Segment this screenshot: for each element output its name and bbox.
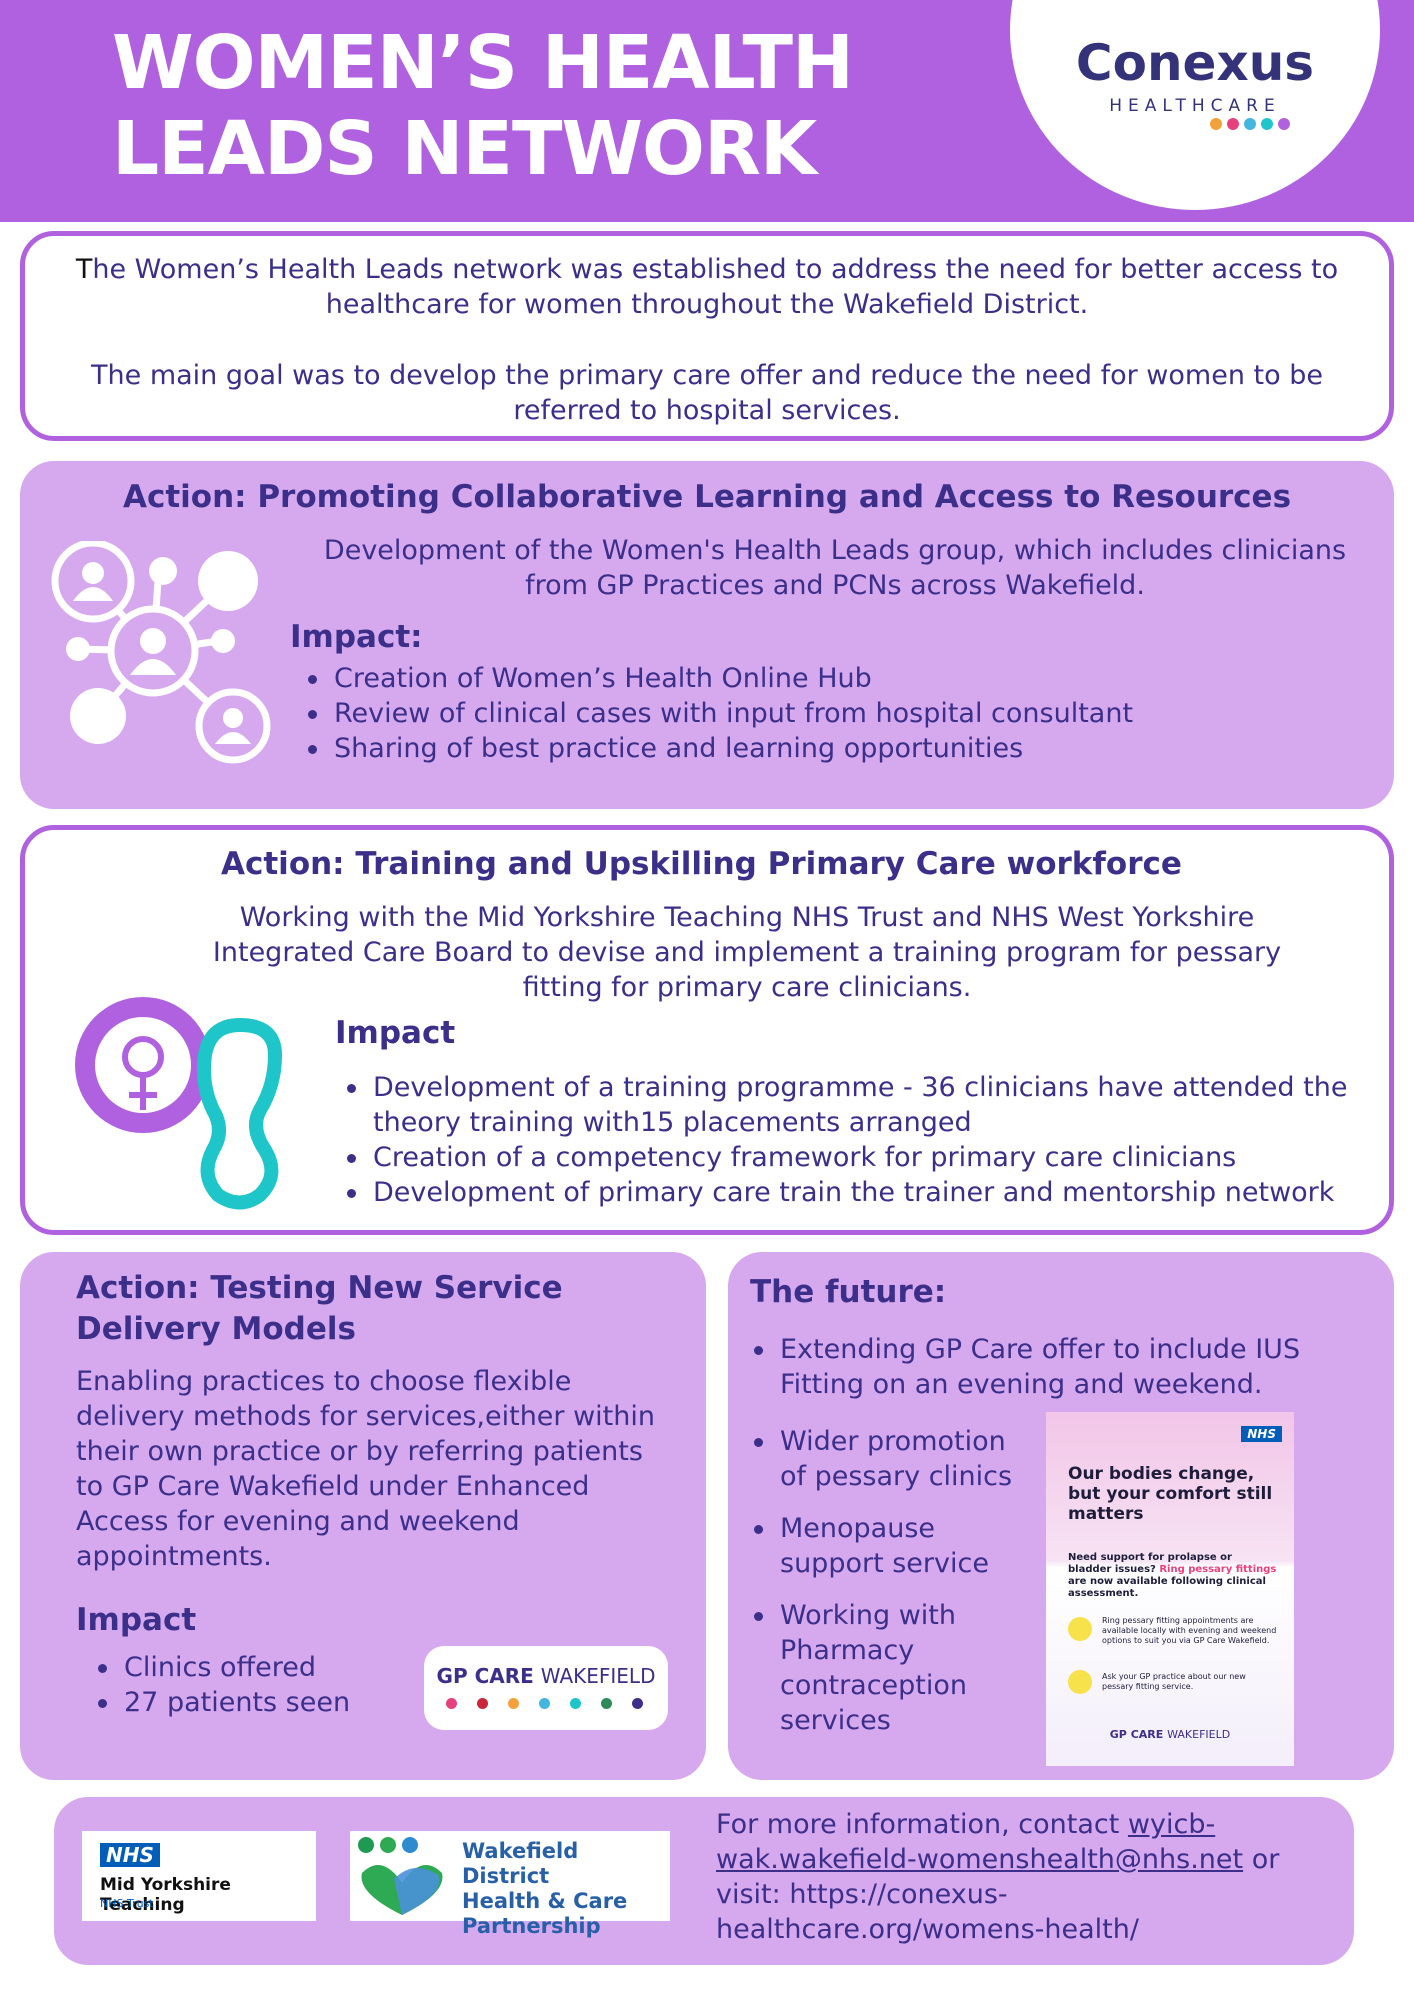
list-item: 27 patients seen bbox=[88, 1685, 408, 1720]
logo-dot bbox=[1244, 118, 1256, 130]
network-people-icon bbox=[51, 541, 271, 764]
nhs-badge: NHS bbox=[100, 1843, 160, 1867]
page-title: WOMEN’S HEALTH LEADS NETWORK bbox=[112, 20, 1012, 192]
action2-box: Action: Training and Upskilling Primary … bbox=[20, 825, 1394, 1235]
phone-icon bbox=[1068, 1670, 1092, 1694]
poster-title: Our bodies change, but your comfort stil… bbox=[1068, 1464, 1273, 1524]
poster-question-c: are now available following clinical ass… bbox=[1068, 1576, 1266, 1599]
future-heading: The future: bbox=[750, 1274, 947, 1310]
list-item: Menopause support service bbox=[744, 1511, 1024, 1581]
clock-icon bbox=[1068, 1617, 1092, 1641]
contact-email-link[interactable]: wyicb-wak.wakefield-womenshealth@nhs.net bbox=[716, 1809, 1244, 1875]
wdp-line: Wakefield District bbox=[462, 1839, 579, 1888]
list-item: Development of primary care train the tr… bbox=[337, 1175, 1377, 1210]
intro-box: The Women’s Health Leads network was est… bbox=[20, 231, 1394, 441]
contact-url-link[interactable]: https://conexus-healthcare.org/womens-he… bbox=[716, 1879, 1139, 1945]
list-item: Working with Pharmacy contraception serv… bbox=[744, 1598, 1024, 1738]
future-list-top: Extending GP Care offer to include IUS F… bbox=[744, 1332, 1364, 1402]
list-item: Extending GP Care offer to include IUS F… bbox=[744, 1332, 1364, 1402]
poster-nhs-badge: NHS bbox=[1241, 1426, 1282, 1442]
nhs-org-name: Mid Yorkshire Teaching bbox=[100, 1875, 231, 1915]
contact-prefix: For more information, contact bbox=[716, 1809, 1128, 1840]
list-item: Creation of a competency framework for p… bbox=[337, 1140, 1377, 1175]
wdp-logo: Wakefield District Health & Care Partner… bbox=[350, 1831, 670, 1938]
conexus-logo-sub: HEALTHCARE bbox=[1109, 96, 1281, 116]
nhs-trust-label: NHS Trust bbox=[100, 1897, 154, 1910]
poster-question-b: Ring pessary fittings bbox=[1159, 1564, 1277, 1575]
logo-dot bbox=[1261, 118, 1273, 130]
wdp-text: Wakefield District Health & Care Partner… bbox=[462, 1839, 670, 1939]
gp-care-logo-a: GP CARE bbox=[436, 1664, 534, 1688]
list-item: Clinics offered bbox=[88, 1650, 408, 1685]
action3-heading-line: Action: Testing New Service bbox=[76, 1270, 563, 1306]
contact-mid: or visit: bbox=[716, 1844, 1280, 1910]
wdp-line: Health & Care bbox=[462, 1889, 628, 1913]
action1-heading: Action: Promoting Collaborative Learning… bbox=[122, 479, 1292, 515]
action3-box: Action: Testing New Service Delivery Mod… bbox=[20, 1252, 706, 1780]
footer-box: NHS Mid Yorkshire Teaching NHS Trust Wak… bbox=[54, 1797, 1354, 1965]
gp-care-logo: GP CARE WAKEFIELD bbox=[424, 1646, 668, 1730]
poster-question: Need support for prolapse or bladder iss… bbox=[1068, 1552, 1278, 1600]
pessary-poster: NHS Our bodies change, but your comfort … bbox=[1046, 1412, 1294, 1766]
logo-dot bbox=[632, 1698, 643, 1709]
action2-impact-list: Development of a training programme - 36… bbox=[337, 1070, 1377, 1210]
action2-heading: Action: Training and Upskilling Primary … bbox=[221, 846, 1182, 882]
logo-dot bbox=[1227, 118, 1239, 130]
title-line-1: WOMEN’S HEALTH bbox=[112, 20, 854, 106]
action1-text: Development of the Women's Health Leads … bbox=[323, 535, 1347, 601]
action3-heading: Action: Testing New Service Delivery Mod… bbox=[76, 1268, 563, 1350]
list-item: Wider promotion of pessary clinics bbox=[744, 1424, 1024, 1494]
wdp-heart-icon bbox=[358, 1837, 443, 1915]
poster-logo-a: GP CARE bbox=[1109, 1728, 1164, 1741]
action1-impact-list: Creation of Women’s Health Online Hub Re… bbox=[298, 661, 1348, 766]
list-item: Sharing of best practice and learning op… bbox=[298, 731, 1348, 766]
logo-dot bbox=[1278, 118, 1290, 130]
logo-dot bbox=[539, 1698, 550, 1709]
gp-care-logo-b: WAKEFIELD bbox=[540, 1664, 656, 1688]
wdp-line: Partnership bbox=[462, 1914, 601, 1938]
list-item: Review of clinical cases with input from… bbox=[298, 696, 1348, 731]
poster-logo-b: WAKEFIELD bbox=[1167, 1728, 1231, 1741]
intro-paragraph-2: The main goal was to develop the primary… bbox=[91, 360, 1323, 426]
title-line-2: LEADS NETWORK bbox=[112, 106, 817, 192]
intro-first-letter: T bbox=[75, 254, 93, 285]
conexus-logo-dots bbox=[1210, 118, 1290, 130]
poster-row-2: Ask your GP practice about our new pessa… bbox=[1102, 1672, 1246, 1691]
logo-dot bbox=[508, 1698, 519, 1709]
header-banner bbox=[0, 0, 1414, 222]
action1-box: Action: Promoting Collaborative Learning… bbox=[20, 461, 1394, 809]
poster-logo: GP CARE WAKEFIELD bbox=[1046, 1728, 1294, 1741]
intro-paragraph-1: The Women’s Health Leads network was est… bbox=[65, 252, 1349, 322]
gp-care-logo-text: GP CARE WAKEFIELD bbox=[424, 1664, 668, 1688]
conexus-logo-name: Conexus bbox=[1075, 34, 1315, 92]
action3-impact-heading: Impact bbox=[76, 1602, 197, 1638]
logo-dot bbox=[477, 1698, 488, 1709]
poster-question-a: Need support for prolapse or bladder iss… bbox=[1068, 1552, 1232, 1575]
logo-dot bbox=[570, 1698, 581, 1709]
action3-impact-list: Clinics offered 27 patients seen bbox=[88, 1650, 408, 1720]
female-symbol-icon bbox=[75, 997, 283, 1210]
action3-text: Enabling practices to choose flexible de… bbox=[76, 1366, 655, 1572]
action3-heading-line: Delivery Models bbox=[76, 1311, 356, 1347]
nhs-trust-logo: NHS Mid Yorkshire Teaching NHS Trust bbox=[82, 1831, 316, 1921]
action2-text: Working with the Mid Yorkshire Teaching … bbox=[212, 902, 1282, 1003]
action1-impact-heading: Impact: bbox=[290, 619, 423, 655]
gp-care-logo-dots bbox=[446, 1698, 643, 1709]
poster-row-1: Ring pessary fitting appointments are av… bbox=[1102, 1616, 1277, 1645]
future-box: The future: Extending GP Care offer to i… bbox=[728, 1252, 1394, 1780]
future-list: Wider promotion of pessary clinics Menop… bbox=[744, 1424, 1024, 1738]
logo-dot bbox=[601, 1698, 612, 1709]
logo-dot bbox=[446, 1698, 457, 1709]
list-item: Creation of Women’s Health Online Hub bbox=[298, 661, 1348, 696]
logo-dot bbox=[1210, 118, 1222, 130]
contact-info: For more information, contact wyicb-wak.… bbox=[716, 1807, 1316, 1947]
action2-impact-heading: Impact bbox=[335, 1015, 456, 1051]
list-item: Development of a training programme - 36… bbox=[337, 1070, 1377, 1140]
intro-text-1: he Women’s Health Leads network was esta… bbox=[92, 254, 1339, 320]
